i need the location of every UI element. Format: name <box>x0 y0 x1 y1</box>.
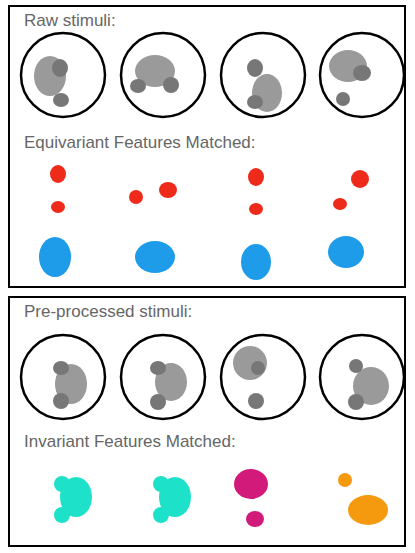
stimulus-7 <box>221 335 305 419</box>
panel-box: Pre-processed stimuli: Invariant Features… <box>8 296 406 547</box>
raw-stimuli <box>21 33 404 117</box>
panel-heading: Invariant Features Matched: <box>24 432 236 452</box>
stimulus-4 <box>320 33 404 117</box>
stimulus-1 <box>21 33 105 117</box>
stimulus-3 <box>221 33 305 117</box>
equivariant-features <box>39 165 369 280</box>
panel-heading: Raw stimuli: <box>24 11 116 31</box>
stimulus-6 <box>121 335 205 419</box>
invariant-features <box>54 469 388 527</box>
panel-box: Raw stimuli: Equivariant Features Matched… <box>8 5 406 288</box>
preprocessed-stimuli <box>21 335 404 419</box>
panel-heading: Pre-processed stimuli: <box>24 302 192 322</box>
panel-heading: Equivariant Features Matched: <box>24 133 256 153</box>
stimulus-5 <box>21 335 105 419</box>
stimulus-2 <box>121 33 205 117</box>
stimulus-8 <box>320 335 404 419</box>
